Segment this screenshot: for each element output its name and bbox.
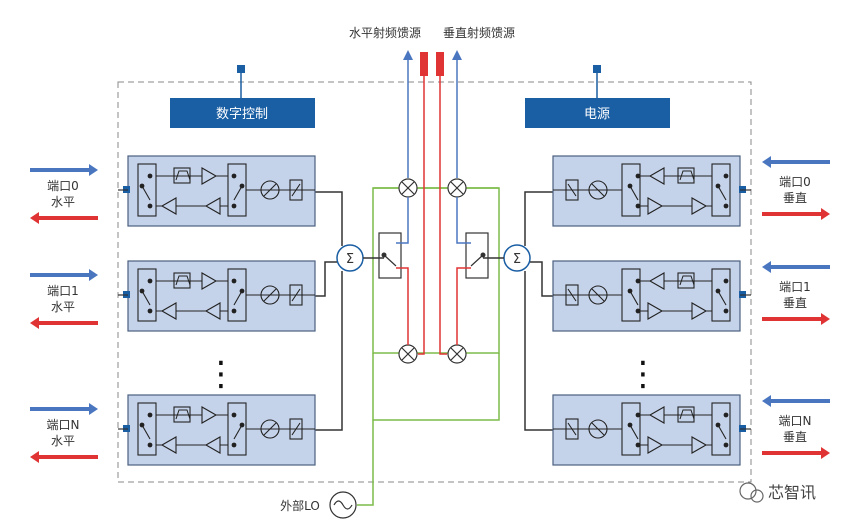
right-port-1-label: 端口1 [779,280,811,294]
power-pin [593,65,601,73]
left-port-0-label: 端口0 [47,179,79,193]
power-label: 电源 [584,107,610,122]
watermark: 芯智讯 [739,482,816,503]
left-channel-module-n [123,394,316,466]
left-port-2-label: 端口N [47,418,80,432]
left-port-0-rx-arrow [30,212,98,224]
v-rf-feed-label: 垂直射频馈源 [443,25,515,40]
v-tr-switch [465,232,489,279]
digital-control-label: 数字控制 [216,107,268,122]
left-port-1-label: 端口1 [47,284,79,298]
h-tr-switch [378,232,402,279]
right-port-0-rx-arrow [762,208,830,220]
right-port-2-rx-arrow [762,447,830,459]
power-box [525,98,670,128]
h-feed-rx-arrow [420,52,428,76]
left-channel-module-1 [123,260,316,332]
right-port-1-tx-arrow [762,261,830,273]
left-port-2-rx-arrow [30,451,98,463]
left-port-0-tx-arrow [30,164,98,176]
right-port-2-pol: 垂直 [783,430,807,444]
right-channel-module-0 [552,155,746,227]
right-port-1-rx-arrow [762,313,830,325]
digital-control-box [170,98,315,128]
system-boundary [117,81,752,483]
v-feed-rx-arrow [436,52,444,76]
left-port-0-pol: 水平 [51,195,75,209]
lo-distribution [357,187,500,506]
mixers [398,178,467,364]
right-ellipsis: ⋮ [626,354,660,394]
right-port-0-pol: 垂直 [783,191,807,205]
digital-control-pin [237,65,245,73]
h-feed-tx-arrow [403,50,413,60]
left-channel-module-0 [123,155,316,227]
v-summer-sigma: Σ [513,252,521,267]
left-port-1-rx-arrow [30,317,98,329]
right-port-0-tx-arrow [762,156,830,168]
h-summer-sigma: Σ [346,252,354,267]
v-feed-tx-arrow [452,50,462,60]
right-port-1-pol: 垂直 [783,296,807,310]
left-port-1-pol: 水平 [51,300,75,314]
left-ellipsis: ⋮ [204,354,238,394]
h-rf-feed-label: 水平射频馈源 [349,25,421,40]
right-channel-module-n [552,394,746,466]
watermark-text: 芯智讯 [768,483,816,502]
external-lo-label: 外部LO [280,498,320,513]
right-port-2-label: 端口N [779,414,812,428]
left-port-2-pol: 水平 [51,434,75,448]
right-port-2-tx-arrow [762,395,830,407]
left-port-2-tx-arrow [30,403,98,415]
right-port-0-label: 端口0 [779,175,811,189]
right-channel-module-1 [552,260,746,332]
left-port-1-tx-arrow [30,269,98,281]
